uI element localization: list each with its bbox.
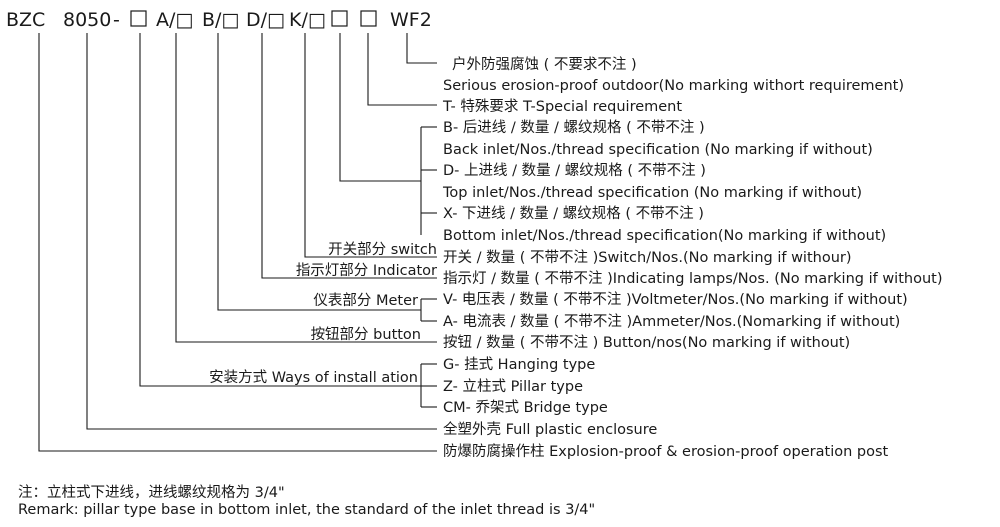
code-a: A/□ <box>156 9 193 31</box>
code-slot-install-box <box>130 10 147 27</box>
connector-lines <box>38 33 437 452</box>
code-wf2: WF2 <box>390 9 432 31</box>
descriptions: 户外防强腐蚀 ( 不要求不注 ) Serious erosion-proof o… <box>442 55 943 460</box>
code-dash: - <box>113 9 120 31</box>
note-english: Remark: pillar type base in bottom inlet… <box>18 502 596 518</box>
desc-indicator: 指示灯 / 数量 ( 不带不注 )Indicating lamps/Nos. (… <box>443 270 943 287</box>
desc-enclosure: 全塑外壳 Full plastic enclosure <box>443 420 657 438</box>
code-model: 8050 <box>63 9 111 31</box>
code-k: K/□ <box>289 9 326 31</box>
note-chinese: 注：立柱式下进线，进线螺纹规格为 3/4" <box>18 485 285 501</box>
desc-bottom-inlet-cn: X- 下进线 / 数量 / 螺纹规格 ( 不带不注 ) <box>443 205 704 222</box>
code-d: D/□ <box>246 9 285 31</box>
code-bzc: BZC <box>6 9 45 31</box>
desc-pillar: Z- 立柱式 Pillar type <box>443 378 583 395</box>
desc-back-inlet-cn: B- 后进线 / 数量 / 螺纹规格 ( 不带不注 ) <box>443 119 705 136</box>
code-slot-special-box <box>360 10 377 27</box>
desc-hanging: G- 挂式 Hanging type <box>443 356 595 373</box>
label-install: 安装方式 Ways of install ation <box>209 369 418 386</box>
desc-operation-post: 防爆防腐操作柱 Explosion-proof & erosion-proof … <box>443 442 889 460</box>
label-switch: 开关部分 switch <box>328 241 437 258</box>
desc-voltmeter: V- 电压表 / 数量 ( 不带不注 )Voltmeter/Nos.(No ma… <box>443 291 908 308</box>
desc-switch: 开关 / 数量 ( 不带不注 )Switch/Nos.(No marking i… <box>443 249 852 266</box>
label-meter: 仪表部分 Meter <box>313 292 418 309</box>
desc-top-inlet-cn: D- 上进线 / 数量 / 螺纹规格 ( 不带不注 ) <box>443 162 706 179</box>
code-b: B/□ <box>202 9 239 31</box>
desc-erosion-cn: 户外防强腐蚀 ( 不要求不注 ) <box>452 55 637 73</box>
desc-back-inlet-en: Back inlet/Nos./thread specification (No… <box>443 142 873 158</box>
code-slot-inlet-box <box>331 10 348 27</box>
desc-bridge: CM- 乔架式 Bridge type <box>443 399 608 416</box>
desc-special: T- 特殊要求 T-Special requirement <box>442 98 682 115</box>
label-indicator: 指示灯部分 Indicator <box>296 262 437 279</box>
desc-top-inlet-en: Top inlet/Nos./thread specification (No … <box>442 185 862 201</box>
desc-ammeter: A- 电流表 / 数量 ( 不带不注 )Ammeter/Nos.(Nomarki… <box>443 313 900 330</box>
desc-bottom-inlet-en: Bottom inlet/Nos./thread specification(N… <box>443 228 886 244</box>
label-button: 按钮部分 button <box>311 326 421 343</box>
desc-erosion-en: Serious erosion-proof outdoor(No marking… <box>443 78 904 94</box>
desc-button: 按钮 / 数量 ( 不带不注 ) Button/nos(No marking i… <box>443 334 850 351</box>
